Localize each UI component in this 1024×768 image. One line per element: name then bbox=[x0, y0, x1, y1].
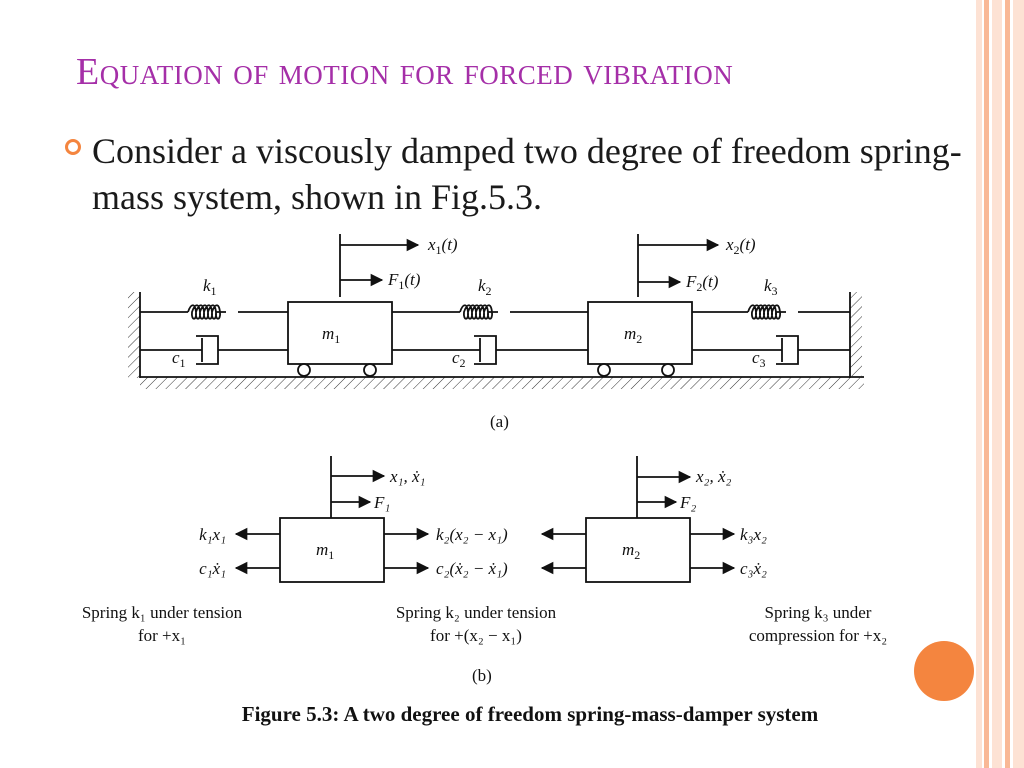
panel-label-a: (a) bbox=[490, 412, 509, 431]
note-mid-line1: Spring k₂ under tension bbox=[396, 603, 557, 622]
stripe-5 bbox=[1013, 0, 1024, 768]
decorative-stripes bbox=[976, 0, 1024, 768]
free-body-m1 bbox=[279, 517, 385, 583]
damper-c1 bbox=[140, 335, 288, 365]
ground-hatch bbox=[140, 377, 864, 389]
right-wall-hatch bbox=[850, 292, 862, 378]
mass-m1 bbox=[287, 301, 393, 365]
label-c2: c2 bbox=[452, 348, 466, 370]
note-right-line2: compression for +x₂ bbox=[749, 626, 887, 645]
label-k3: k3 bbox=[764, 276, 778, 298]
force-k2-diff: k₂(x₂ − x₁) bbox=[436, 525, 508, 544]
diagram-a bbox=[128, 234, 864, 389]
wheel bbox=[297, 363, 311, 377]
fb-label-f2: F₂ bbox=[679, 493, 696, 512]
wheel bbox=[597, 363, 611, 377]
stripe-4 bbox=[1005, 0, 1010, 768]
stripe-2 bbox=[984, 0, 989, 768]
label-f1t: F1(t) bbox=[387, 270, 421, 292]
diagram-b-labels: m1 m2 x₁, ẋ₁ F₁ x₂, ẋ₂ F₂ k₁x₁ c₁ẋ₁ k₂(x… bbox=[82, 467, 887, 685]
label-c1: c1 bbox=[172, 348, 186, 370]
label-k1: k1 bbox=[203, 276, 217, 298]
bullet-text: Consider a viscously damped two degree o… bbox=[92, 131, 962, 217]
force-c3x2dot: c₃ẋ₂ bbox=[740, 559, 767, 578]
damper-c3 bbox=[692, 335, 850, 365]
circle-bullet-icon bbox=[65, 139, 81, 155]
spring-k3 bbox=[747, 304, 786, 320]
figure-caption: Figure 5.3: A two degree of freedom spri… bbox=[241, 702, 819, 726]
label-x2t: x2(t) bbox=[725, 235, 756, 257]
left-wall-hatch bbox=[128, 292, 140, 378]
force-c2-diff: c₂(ẋ₂ − ẋ₁) bbox=[436, 559, 508, 578]
diagram-b bbox=[234, 456, 736, 583]
stripe-3 bbox=[992, 0, 1002, 768]
fb-label-x2: x₂, ẋ₂ bbox=[695, 467, 732, 486]
spring-k1 bbox=[187, 304, 226, 320]
label-k2: k2 bbox=[478, 276, 492, 298]
fb-label-f1: F₁ bbox=[373, 493, 390, 512]
bullet-point: Consider a viscously damped two degree o… bbox=[64, 128, 964, 220]
damper-c2 bbox=[392, 335, 588, 365]
label-f2t: F2(t) bbox=[685, 272, 719, 294]
force-c1x1dot: c₁ẋ₁ bbox=[199, 559, 226, 578]
mass-m2 bbox=[587, 301, 693, 365]
free-body-m2 bbox=[585, 517, 691, 583]
label-c3: c3 bbox=[752, 348, 766, 370]
fb-label-m1: m1 bbox=[316, 540, 334, 562]
label-x1t: x1(t) bbox=[427, 235, 458, 257]
label-m2: m2 bbox=[624, 324, 642, 346]
force-k1x1: k₁x₁ bbox=[199, 525, 226, 544]
note-left-line2: for +x₁ bbox=[138, 626, 186, 645]
slide-title: Equation of motion for forced vibration bbox=[76, 51, 734, 93]
stripe-1 bbox=[976, 0, 982, 768]
label-m1: m1 bbox=[322, 324, 340, 346]
note-mid-line2: for +(x₂ − x₁) bbox=[430, 626, 522, 645]
diagram-a-labels: k1 c1 k2 c2 k3 c3 m1 m2 x1(t) F1(t) x2(t… bbox=[172, 235, 778, 431]
wheel bbox=[363, 363, 377, 377]
force-k3x2: k₃x₂ bbox=[740, 525, 767, 544]
panel-label-b: (b) bbox=[472, 666, 492, 685]
note-left-line1: Spring k₁ under tension bbox=[82, 603, 243, 622]
wheel bbox=[661, 363, 675, 377]
note-right-line1: Spring k₃ under bbox=[765, 603, 872, 622]
fb-label-m2: m2 bbox=[622, 540, 640, 562]
spring-k2 bbox=[459, 304, 498, 320]
orange-circle-decoration bbox=[914, 641, 974, 701]
fb-label-x1: x₁, ẋ₁ bbox=[389, 467, 425, 486]
spring-mass-damper-figure: k1 c1 k2 c2 k3 c3 m1 m2 x1(t) F1(t) x2(t… bbox=[82, 234, 887, 685]
